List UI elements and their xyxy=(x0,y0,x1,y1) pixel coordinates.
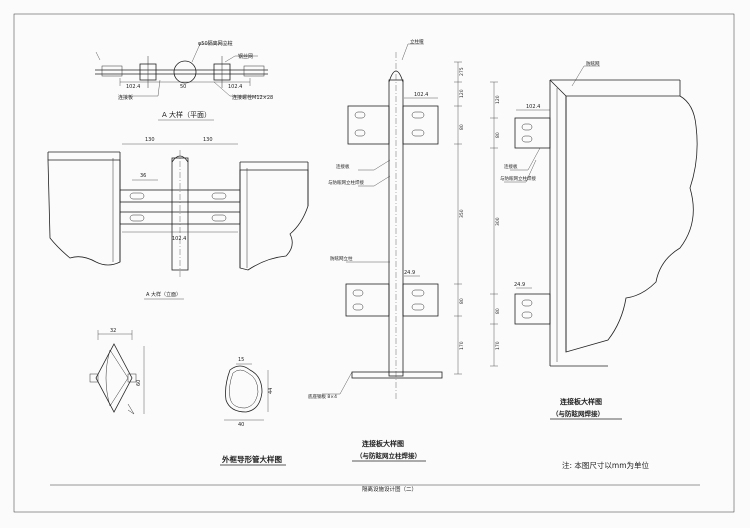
sheet-border xyxy=(13,13,735,513)
post-dim-v0: 275 xyxy=(459,67,465,76)
sheet-note: 注: 本图尺寸以mm为单位 xyxy=(562,460,650,470)
frame-dim-v4: 170 xyxy=(495,341,501,350)
detail-a-elevation xyxy=(47,143,309,278)
post-dim-v2: 80 xyxy=(459,124,465,130)
frame-dim-v2: 300 xyxy=(495,217,501,226)
post-label-post: 防眩网立柱 xyxy=(330,255,353,262)
dim-a-2: 50 xyxy=(180,84,186,90)
frame-label-weld: 与防眩网立柱焊接 xyxy=(500,175,536,182)
label-wire: 钢丝网 xyxy=(238,53,253,60)
post-label-base: 底座钢板 8×4 xyxy=(308,393,337,400)
label-bolt: 连接螺栓M12×28 xyxy=(232,94,273,101)
detail-a-title: A 大样（平面） xyxy=(162,110,211,119)
post-label-plate: 连接板 xyxy=(336,163,350,170)
frame-label-plate: 连接板 xyxy=(504,163,518,170)
base-plate xyxy=(351,371,443,379)
dim-front-slot: 36 xyxy=(140,173,146,179)
frame-dim-v0: 120 xyxy=(495,95,501,104)
dim-a-1: 102.4 xyxy=(126,84,140,90)
post-label-top: 立柱帽 xyxy=(410,38,424,45)
frame-weld-detail xyxy=(490,65,698,367)
label-post: φ50隔离网立柱 xyxy=(198,40,233,47)
post-label-weld: 与防眩网立柱焊接 xyxy=(328,179,364,186)
dim-front-bottom: 102.4 xyxy=(172,236,186,242)
frame-weld-subtitle: （与防眩网焊接） xyxy=(552,409,604,418)
post-dim-v4: 80 xyxy=(459,298,465,304)
dim-tube-w: 15 xyxy=(238,357,244,363)
dim-tube-h: 44 xyxy=(268,388,274,394)
post-weld-title: 连接板大样图 xyxy=(362,439,404,448)
post-circle xyxy=(173,60,197,84)
frame-dim-plate: 102.4 xyxy=(526,104,540,110)
dim-a-3: 102.4 xyxy=(228,84,242,90)
frame-dim-plate2: 24.9 xyxy=(514,282,525,288)
dim-diamond-w: 32 xyxy=(110,328,116,334)
dim-front-left: 130 xyxy=(145,137,155,143)
frame-label: 防眩网 xyxy=(586,60,600,67)
frame-dim-v1: 80 xyxy=(495,132,501,138)
dim-diamond-h: 60 xyxy=(136,380,142,386)
post-weld-detail xyxy=(322,43,462,400)
frame-weld-title: 连接板大样图 xyxy=(560,397,602,406)
post-dim-v5: 170 xyxy=(459,341,465,350)
dim-front-right: 130 xyxy=(203,137,213,143)
dim-tube-bottom: 40 xyxy=(238,422,244,428)
label-plate: 连接板 xyxy=(118,94,133,101)
frame-dim-v3: 80 xyxy=(495,308,501,314)
tube-section xyxy=(224,363,269,421)
sheet-title: 隔离设施设计图（二） xyxy=(362,485,417,493)
post-dim-v3: 350 xyxy=(459,209,465,218)
post-weld-subtitle: （与防眩网立柱焊接） xyxy=(356,451,421,460)
detail-a-plan xyxy=(95,43,268,97)
post-dim-plate: 102.4 xyxy=(414,92,428,98)
diamond-section xyxy=(89,330,145,415)
tube-section-title: 外框导形管大样图 xyxy=(222,454,282,464)
post-dim-plate2: 24.9 xyxy=(404,270,415,276)
detail-front-title: A 大样（立面） xyxy=(146,291,181,298)
post-dim-v1: 120 xyxy=(459,89,465,98)
